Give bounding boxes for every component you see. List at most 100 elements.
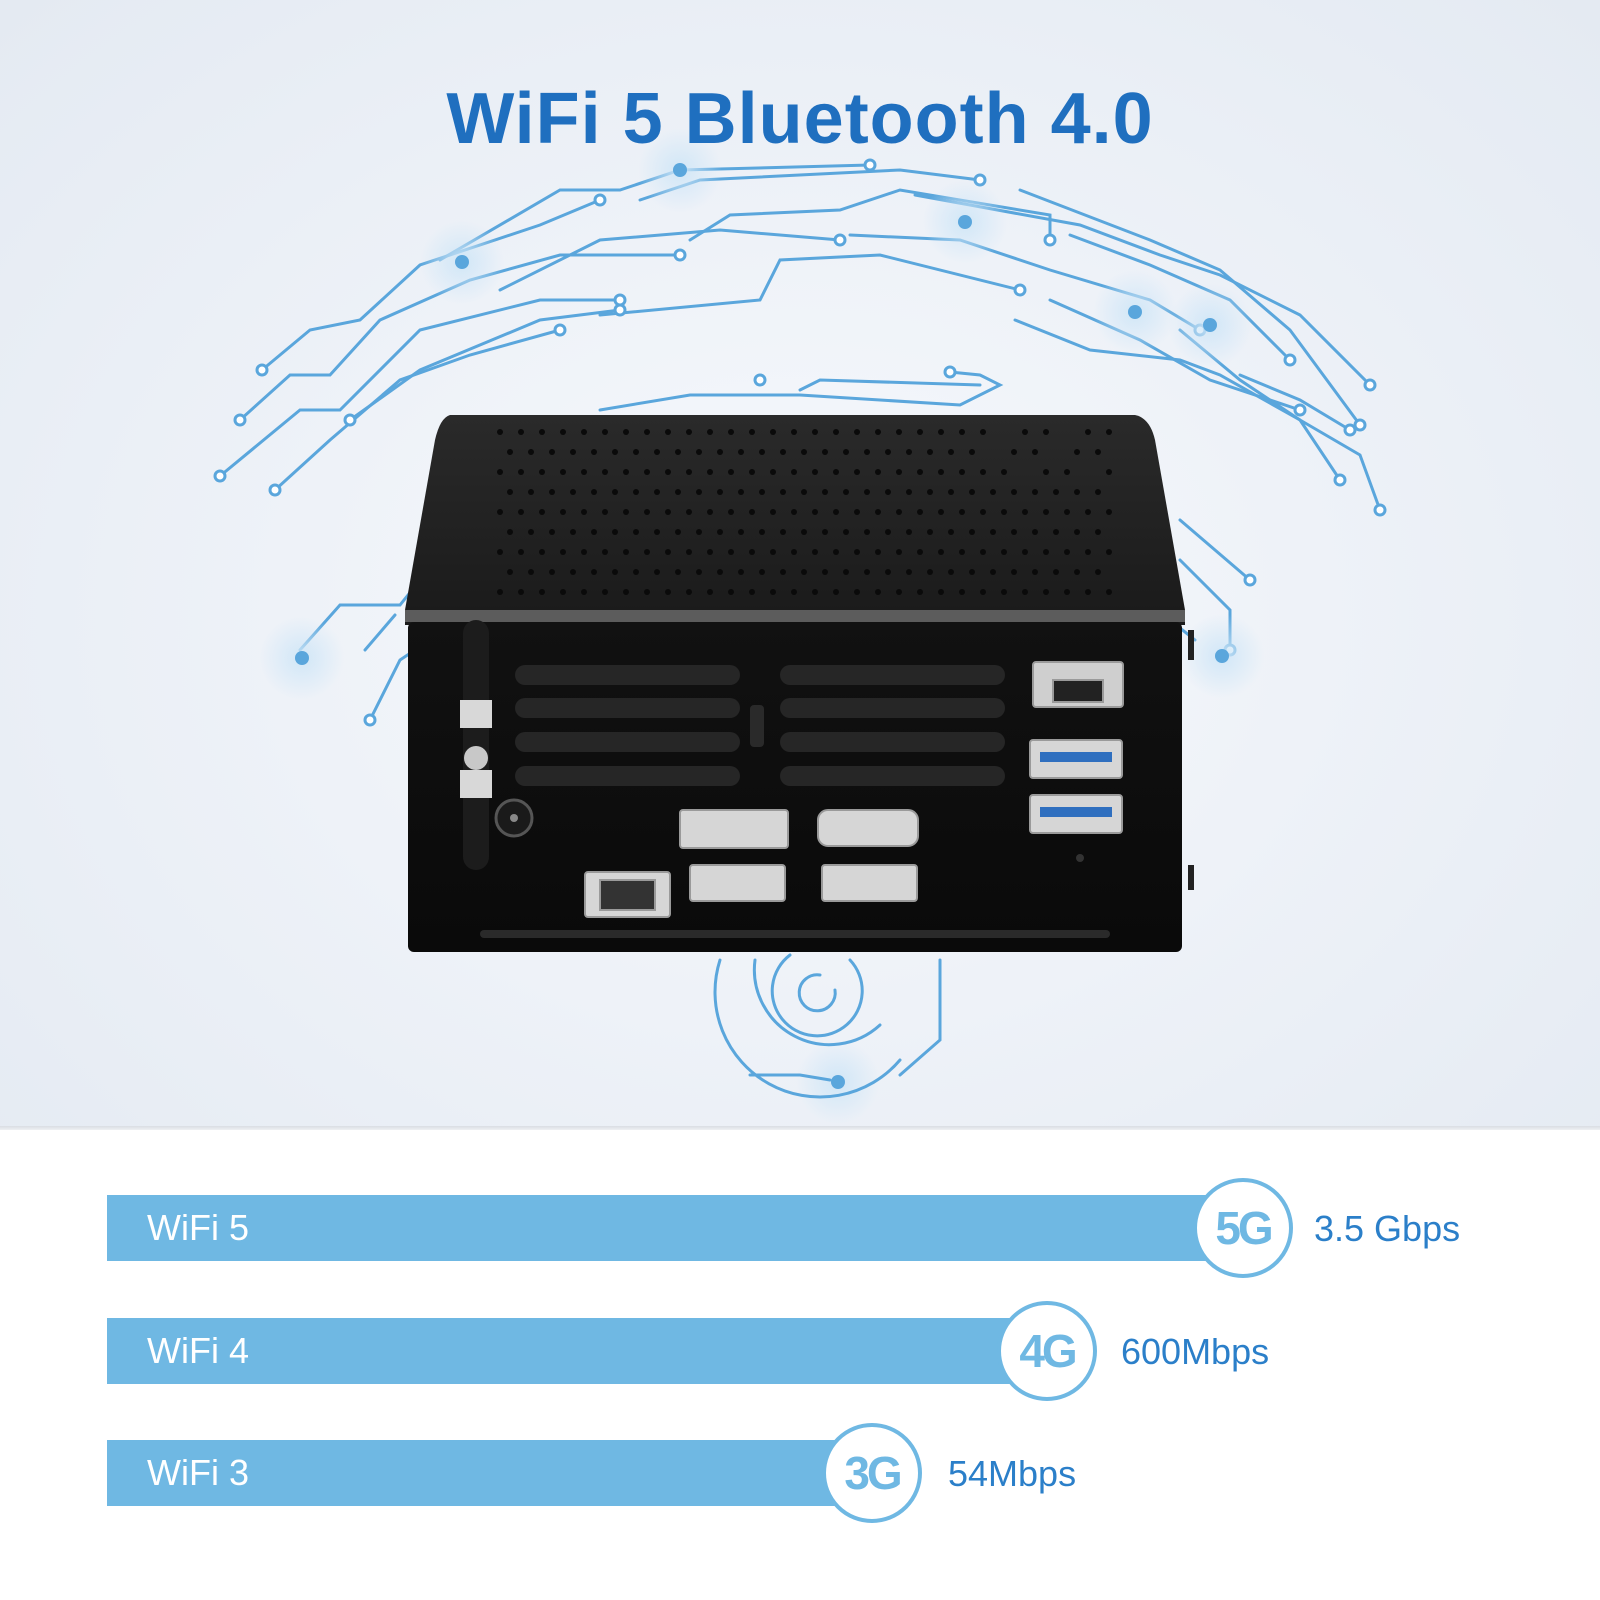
vent-hole xyxy=(1095,449,1101,455)
vent-hole xyxy=(938,469,944,475)
vent-hole xyxy=(906,569,912,575)
vent-hole xyxy=(518,469,524,475)
vent-hole xyxy=(791,429,797,435)
vent-hole xyxy=(717,529,723,535)
section-divider xyxy=(0,1126,1600,1130)
vent-hole xyxy=(497,429,503,435)
vent-hole xyxy=(770,589,776,595)
vent-hole xyxy=(1032,449,1038,455)
vent-hole xyxy=(696,529,702,535)
vent-hole xyxy=(507,489,513,495)
vent-hole xyxy=(1085,549,1091,555)
vent-hole xyxy=(1064,589,1070,595)
vent-hole xyxy=(801,529,807,535)
vent-hole xyxy=(665,549,671,555)
vent-hole xyxy=(549,449,555,455)
vent-hole xyxy=(843,489,849,495)
vent-hole xyxy=(1106,469,1112,475)
vent-hole xyxy=(623,549,629,555)
vent-hole xyxy=(959,589,965,595)
vent-hole xyxy=(497,509,503,515)
vent-hole xyxy=(686,549,692,555)
vent-hole xyxy=(633,489,639,495)
vent-hole xyxy=(707,549,713,555)
vent-hole xyxy=(896,429,902,435)
vent-hole xyxy=(843,529,849,535)
vent-hole xyxy=(1022,509,1028,515)
vent-hole xyxy=(738,449,744,455)
vent-hole xyxy=(612,529,618,535)
vent-hole xyxy=(791,589,797,595)
vent-hole xyxy=(497,549,503,555)
vent-hole xyxy=(1022,589,1028,595)
vent-hole xyxy=(927,529,933,535)
vent-hole xyxy=(749,589,755,595)
vent-hole xyxy=(602,509,608,515)
vent-hole xyxy=(518,589,524,595)
vent-hole xyxy=(833,429,839,435)
vent-hole xyxy=(591,529,597,535)
vent-hole xyxy=(644,509,650,515)
vent-hole xyxy=(959,509,965,515)
vent-hole xyxy=(654,449,660,455)
vent-hole xyxy=(875,549,881,555)
vent-hole xyxy=(770,429,776,435)
vent-hole xyxy=(707,589,713,595)
vent-hole xyxy=(1064,469,1070,475)
vent-hole xyxy=(686,469,692,475)
vent-hole xyxy=(507,529,513,535)
vent-hole xyxy=(1095,529,1101,535)
vent-hole xyxy=(770,509,776,515)
vent-hole xyxy=(948,489,954,495)
vent-hole xyxy=(875,509,881,515)
ports xyxy=(584,661,1124,918)
vent-hole xyxy=(885,449,891,455)
vent-hole xyxy=(602,549,608,555)
vent-hole xyxy=(749,549,755,555)
vent-hole xyxy=(1001,589,1007,595)
vent-hole xyxy=(812,589,818,595)
vent-hole xyxy=(1032,529,1038,535)
vent-hole xyxy=(917,469,923,475)
vent-hole xyxy=(1074,529,1080,535)
vent-hole xyxy=(707,429,713,435)
glow-nodes xyxy=(260,128,1264,1124)
vent-hole xyxy=(570,489,576,495)
vent-hole xyxy=(686,589,692,595)
vent-hole xyxy=(1022,429,1028,435)
vent-hole xyxy=(602,429,608,435)
vent-hole xyxy=(665,429,671,435)
vent-hole xyxy=(896,549,902,555)
wifi4-speed: 600Mbps xyxy=(1121,1331,1270,1372)
vent-hole xyxy=(644,589,650,595)
vent-hole xyxy=(665,509,671,515)
vent-hole xyxy=(969,569,975,575)
vent-hole xyxy=(644,549,650,555)
vent-hole xyxy=(549,489,555,495)
vent-hole xyxy=(1011,449,1017,455)
vent-hole xyxy=(1011,529,1017,535)
vent-hole xyxy=(969,449,975,455)
vent-hole xyxy=(833,589,839,595)
vent-hole xyxy=(633,449,639,455)
vent-hole xyxy=(1085,589,1091,595)
vent-hole xyxy=(654,569,660,575)
vent-hole xyxy=(959,469,965,475)
vent-hole xyxy=(969,529,975,535)
vent-hole xyxy=(1053,489,1059,495)
vent-hole xyxy=(759,449,765,455)
vent-hole xyxy=(917,429,923,435)
vent-hole xyxy=(602,589,608,595)
vent-hole xyxy=(969,489,975,495)
vent-hole xyxy=(728,429,734,435)
vent-hole xyxy=(696,489,702,495)
vent-hole xyxy=(906,489,912,495)
vent-hole xyxy=(581,429,587,435)
wifi5-label: WiFi 5 xyxy=(147,1207,249,1248)
vent-hole xyxy=(948,569,954,575)
vent-hole xyxy=(738,489,744,495)
vent-hole xyxy=(938,549,944,555)
vent-hole xyxy=(980,469,986,475)
vent-hole xyxy=(738,529,744,535)
vent-hole xyxy=(896,509,902,515)
